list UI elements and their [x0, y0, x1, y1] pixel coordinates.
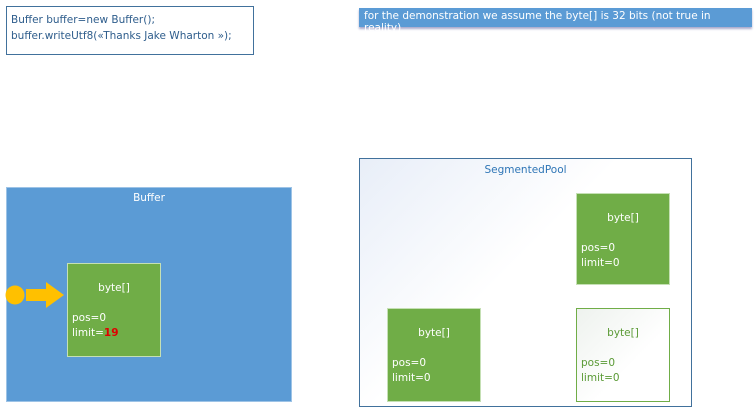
- segment-title: byte[]: [98, 282, 130, 294]
- code-line: buffer.writeUtf8(«Thanks Jake Wharton »)…: [11, 30, 232, 42]
- pool-segment: byte[] pos=0 limit=0: [576, 193, 670, 285]
- buffer-title: Buffer: [133, 192, 165, 204]
- pool-segment: byte[] pos=0 limit=0: [387, 308, 481, 402]
- segment-pos: pos=0: [392, 357, 427, 369]
- segment-title: byte[]: [607, 212, 639, 224]
- pool-title: SegmentedPool: [484, 164, 567, 176]
- segment-limit: limit=0: [392, 372, 431, 384]
- segmented-pool-box: SegmentedPool byte[] pos=0 limit=0 byte[]…: [359, 158, 692, 407]
- segment-title: byte[]: [418, 327, 450, 339]
- segment-pos: pos=0: [581, 242, 616, 254]
- pool-segment: byte[] pos=0 limit=0: [576, 308, 670, 402]
- segment-pos: pos=0: [72, 312, 107, 324]
- segment-limit: limit=19: [72, 327, 119, 339]
- buffer-segment: byte[] pos=0 limit=19: [67, 263, 161, 357]
- segment-limit: limit=0: [581, 257, 620, 269]
- segment-title: byte[]: [607, 327, 639, 339]
- pointer-arrow-icon: [5, 282, 64, 308]
- limit-value: 19: [103, 327, 119, 339]
- code-line: Buffer buffer=new Buffer();: [11, 14, 155, 26]
- segment-limit: limit=0: [581, 372, 620, 384]
- code-snippet-box: Buffer buffer=new Buffer(); buffer.write…: [6, 6, 254, 55]
- segment-pos: pos=0: [581, 357, 616, 369]
- note-banner: for the demonstration we assume the byte…: [359, 8, 752, 34]
